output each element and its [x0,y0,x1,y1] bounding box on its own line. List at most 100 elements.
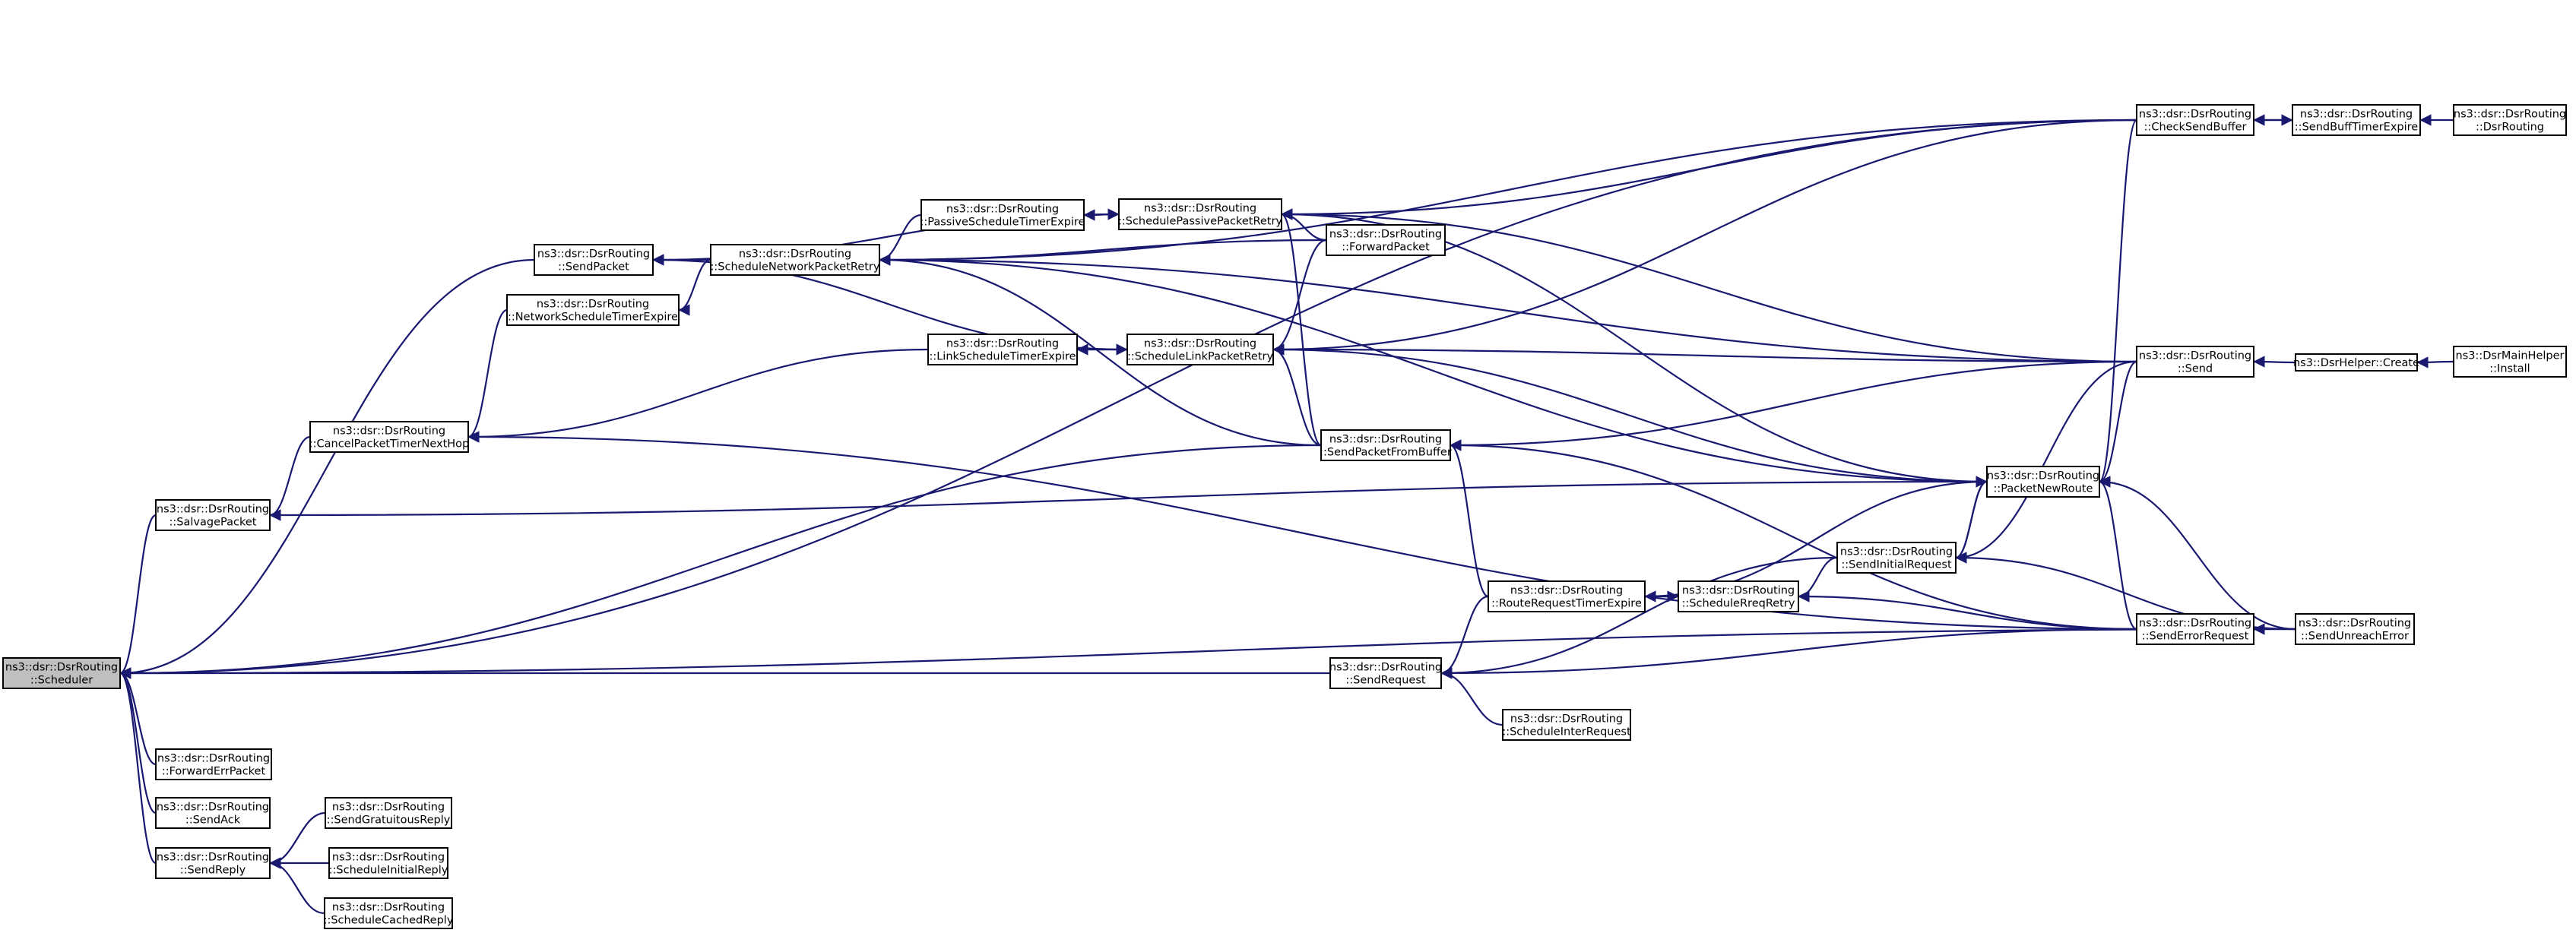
node-box [155,797,271,829]
node-label-line: ns3::dsr::DsrRouting [157,802,269,814]
node-box [920,199,1085,231]
node-label-line: ns3::dsr::DsrRouting [1987,470,2099,482]
node-label-line: ::PacketNewRoute [1994,483,2093,495]
node-box [1320,429,1451,461]
graph-node-send-packet-from-buffer[interactable]: ns3::dsr::DsrRouting::SendPacketFromBuff… [1320,429,1452,461]
node-box [328,847,448,879]
node-box [1678,580,1799,612]
node-label-line: ns3::dsr::DsrRouting [2139,618,2251,630]
graph-node-send-ack[interactable]: ns3::dsr::DsrRouting::SendAck [155,797,271,829]
graph-node-forward-packet[interactable]: ns3::dsr::DsrRouting::ForwardPacket [1326,224,1446,256]
node-label-line: ns3::dsr::DsrRouting [2299,618,2411,630]
node-label-line: ::SendInitialRequest [1841,559,1952,571]
graph-edge-check-send-buffer-to-scheduler [119,119,2137,679]
graph-node-route-request-timer[interactable]: ns3::dsr::DsrRouting::RouteRequestTimerE… [1488,580,1646,612]
graph-edge-send-gratuitous-reply-to-send-reply [269,811,326,869]
node-label-line: ns3::dsr::DsrRouting [332,802,445,814]
graph-node-scheduler[interactable]: ns3::dsr::DsrRouting::Scheduler [2,657,121,689]
node-label-line: ns3::dsr::DsrRouting [2300,109,2413,121]
graph-edge-send-initial-request-to-send-request [1440,556,1838,679]
graph-edge-link-schedule-timer-to-cancel-packet-timer [467,348,929,443]
graph-edge-forward-packet-to-schedule-link-retry [1272,239,1327,356]
graph-node-send[interactable]: ns3::dsr::DsrRouting::Send [2136,346,2254,378]
graph-edge-packet-new-route-to-schedule-link-retry [1272,343,1988,483]
node-label-line: ::CheckSendBuffer [2144,122,2247,134]
node-box [1118,198,1282,230]
graph-edge-route-request-timer-to-send-request [1440,595,1489,679]
graph-node-send-reply[interactable]: ns3::dsr::DsrRouting::SendReply [155,847,271,879]
graph-node-forward-err-packet[interactable]: ns3::dsr::DsrRouting::ForwardErrPacket [155,748,272,780]
graph-edge-send-initial-request-to-schedule-rreq-retry [1798,556,1838,602]
graph-edge-send-packet-from-buffer-to-schedule-network-retry [879,254,1322,447]
graph-node-link-schedule-timer[interactable]: ns3::dsr::DsrRouting::LinkScheduleTimerE… [927,334,1078,365]
node-label-line: ns3::DsrMainHelper [2456,350,2565,362]
graph-edge-route-request-timer-to-send-packet-from-buffer [1450,439,1489,598]
graph-node-schedule-network-retry[interactable]: ns3::dsr::DsrRouting::ScheduleNetworkPac… [710,244,880,276]
node-label-line: ::PassiveScheduleTimerExpire [920,217,1085,229]
node-box [2453,346,2567,378]
node-label-line: ns3::dsr::DsrRouting [946,338,1059,350]
graph-node-cancel-packet-timer[interactable]: ns3::dsr::DsrRouting::CancelPacketTimerN… [309,421,470,453]
graph-node-salvage-packet[interactable]: ns3::dsr::DsrRouting::SalvagePacket [155,499,271,531]
node-label-line: ns3::dsr::DsrRouting [333,425,445,438]
node-label-line: ::RouteRequestTimerExpire [1491,598,1642,610]
graph-node-dsr-helper-create[interactable]: ns3::DsrHelper::Create [2293,353,2419,372]
node-box [2295,353,2418,372]
graph-node-schedule-link-retry[interactable]: ns3::dsr::DsrRouting::ScheduleLinkPacket… [1126,334,1274,365]
graph-node-send-unreach-error[interactable]: ns3::dsr::DsrRouting::SendUnreachError [2295,613,2415,645]
graph-node-send-packet[interactable]: ns3::dsr::DsrRouting::SendPacket [534,244,654,276]
graph-node-schedule-passive-retry[interactable]: ns3::dsr::DsrRouting::SchedulePassivePac… [1118,198,1282,230]
node-label-line: ns3::dsr::DsrRouting [1144,203,1256,215]
node-box [2136,613,2254,645]
graph-node-send-buff-timer[interactable]: ns3::dsr::DsrRouting::SendBuffTimerExpir… [2292,104,2421,136]
node-label-line: ::DsrRouting [2476,122,2544,134]
graph-edge-send-error-request-to-send-request [1440,628,2137,679]
graph-edge-network-schedule-timer-to-cancel-packet-timer [467,308,508,443]
node-box [309,421,469,453]
graph-edge-forward-err-packet-to-scheduler [119,667,157,766]
graph-node-check-send-buffer[interactable]: ns3::dsr::DsrRouting::CheckSendBuffer [2136,104,2254,136]
node-label-line: ns3::dsr::DsrRouting [537,248,650,261]
graph-node-send-gratuitous-reply[interactable]: ns3::dsr::DsrRouting::SendGratuitousRepl… [325,797,452,829]
graph-edge-send-to-send-packet-from-buffer [1450,360,2137,451]
node-label-line: ns3::dsr::DsrRouting [332,902,445,914]
node-label-line: ns3::dsr::DsrRouting [157,753,270,765]
node-label-line: ::SendGratuitousReply [327,814,451,827]
node-label-line: ns3::dsr::DsrRouting [1510,713,1623,726]
node-label-line: ns3::dsr::DsrRouting [2454,109,2566,121]
graph-node-schedule-cached-reply[interactable]: ns3::dsr::DsrRouting::ScheduleCachedRepl… [324,897,454,929]
graph-node-send-initial-request[interactable]: ns3::dsr::DsrRouting::SendInitialRequest [1836,542,1957,574]
graph-node-send-error-request[interactable]: ns3::dsr::DsrRouting::SendErrorRequest [2136,613,2254,645]
graph-node-schedule-rreq-retry[interactable]: ns3::dsr::DsrRouting::ScheduleRreqRetry [1678,580,1799,612]
graph-edge-check-send-buffer-to-schedule-link-retry [1272,119,2137,356]
node-label-line: ::Install [2489,363,2530,375]
graph-node-schedule-initial-reply[interactable]: ns3::dsr::DsrRouting::ScheduleInitialRep… [328,847,448,879]
graph-node-network-schedule-timer[interactable]: ns3::dsr::DsrRouting::NetworkScheduleTim… [506,294,680,326]
graph-edge-send-packet-from-buffer-to-scheduler [119,444,1322,679]
node-label-line: ns3::dsr::DsrRouting [157,852,269,864]
node-label-line: ns3::dsr::DsrRouting [537,299,649,311]
graph-node-packet-new-route[interactable]: ns3::dsr::DsrRouting::PacketNewRoute [1986,466,2100,498]
graph-node-schedule-inter-request[interactable]: ns3::dsr::DsrRouting::ScheduleInterReque… [1502,709,1631,741]
graph-edge-send-error-request-to-send-packet-from-buffer [1450,439,2137,631]
node-label-line: ::ScheduleInitialReply [329,865,448,877]
node-box [1502,709,1631,741]
node-label-line: ::SendBuffTimerExpire [2295,122,2418,134]
node-box [324,897,453,929]
graph-node-passive-schedule-timer[interactable]: ns3::dsr::DsrRouting::PassiveScheduleTim… [920,199,1085,231]
node-label-line: ns3::dsr::DsrRouting [1329,662,1442,674]
node-label-line: ::CancelPacketTimerNextHop [309,438,470,451]
node-box [1986,466,2100,498]
graph-node-dsr-routing-ctor[interactable]: ns3::dsr::DsrRouting::DsrRouting [2453,104,2567,136]
graph-node-send-request[interactable]: ns3::dsr::DsrRouting::SendRequest [1329,657,1442,689]
node-box [1126,334,1274,365]
node-label-line: ns3::dsr::DsrRouting [5,662,118,674]
node-label-line: ns3::dsr::DsrRouting [739,248,851,261]
node-box [2295,613,2415,645]
graph-node-dsr-main-helper-install[interactable]: ns3::DsrMainHelper::Install [2453,346,2567,378]
node-label-line: ns3::dsr::DsrRouting [157,504,269,516]
node-label-line: ::SendReply [180,865,246,877]
graph-edge-send-initial-request-to-packet-new-route [1955,476,1988,559]
node-box [1488,580,1646,612]
node-label-line: ns3::dsr::DsrRouting [1329,229,1442,241]
